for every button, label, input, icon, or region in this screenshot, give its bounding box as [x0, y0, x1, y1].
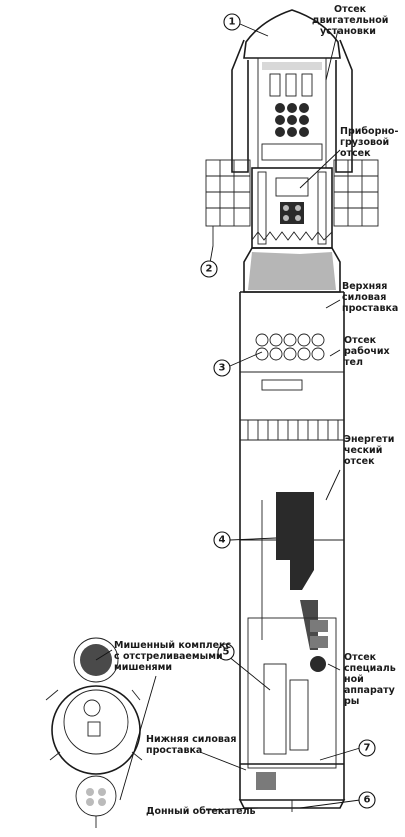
- thruster-cluster: [275, 103, 309, 137]
- callout-2: 2: [200, 260, 218, 278]
- callout-4-number: 4: [219, 535, 226, 546]
- leader-lines: [95, 23, 361, 811]
- callout-7: 7: [358, 739, 376, 757]
- label-propulsion-bay: Отсек двигательной установки: [312, 4, 392, 37]
- callout-6: 6: [358, 791, 376, 809]
- label-working-fluid-bay: Отсек рабочих тел: [344, 335, 393, 368]
- callout-5: 5: [217, 643, 235, 661]
- special-equipment-modules: [263, 620, 328, 755]
- callout-4: 4: [213, 531, 231, 549]
- working-fluid-tanks: [255, 333, 325, 361]
- label-bottom-fairing: Донный обтекатель: [146, 806, 256, 817]
- label-energy-bay: Энергети ческий отсек: [344, 434, 398, 467]
- callout-7-number: 7: [364, 743, 371, 754]
- callout-2-number: 2: [206, 264, 213, 275]
- label-upper-power-adapter: Верхняя силовая проставка: [342, 281, 398, 314]
- solar-panel-left: [205, 159, 251, 246]
- callout-6-number: 6: [364, 795, 371, 806]
- cargo-cluster: [280, 202, 304, 224]
- callout-3: 3: [213, 359, 231, 377]
- callout-3-number: 3: [219, 363, 226, 374]
- callout-5-number: 5: [223, 647, 230, 658]
- label-target-complex: Мишенный комплекс с отстреливаемыми мише…: [114, 640, 234, 673]
- solar-panel-right: [333, 159, 379, 227]
- label-lower-power-adapter: Нижняя силовая проставка: [146, 734, 240, 756]
- vehicle-body: [205, 9, 379, 812]
- label-special-equipment-bay: Отсек специаль ной аппарату ры: [344, 652, 399, 707]
- callout-1: 1: [223, 13, 241, 31]
- callout-1-number: 1: [229, 17, 236, 28]
- label-instrument-cargo-bay: Приборно- грузовой отсек: [340, 126, 402, 159]
